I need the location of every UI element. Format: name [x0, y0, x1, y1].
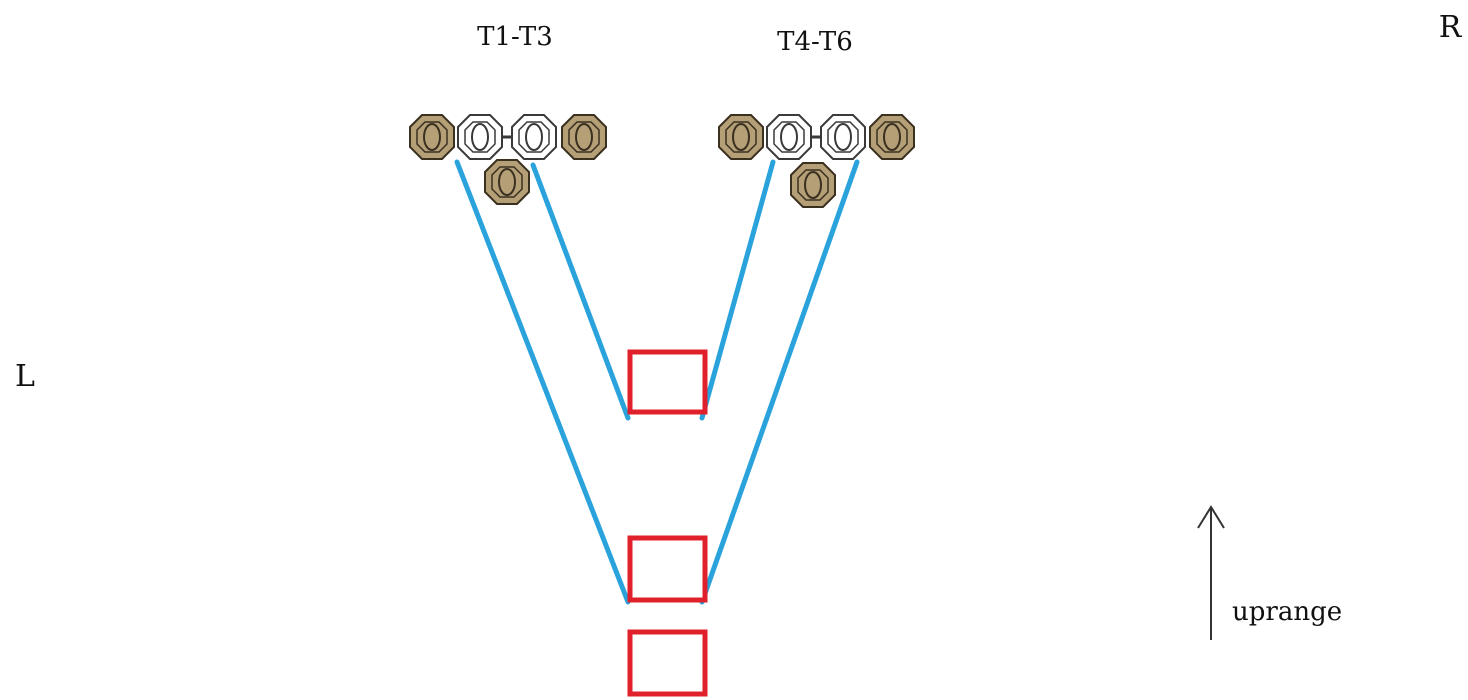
direction-label-uprange: uprange	[1232, 597, 1342, 627]
lighting-instrument-icon	[409, 114, 455, 160]
stage-markers	[627, 349, 708, 697]
group-label-t4-t6: T4-T6	[777, 27, 853, 57]
beam-line-right-outer	[699, 159, 860, 605]
square-marker-icon	[627, 535, 708, 603]
square-marker-icon	[627, 629, 708, 697]
beam-lines	[454, 159, 860, 605]
lighting-instrument-icon	[718, 114, 764, 160]
lighting-instrument-icon	[869, 114, 915, 160]
beam-line-right-inner	[699, 159, 776, 421]
arrow-up-icon	[1197, 505, 1225, 640]
lighting-instrument-icon	[790, 162, 836, 208]
lighting-instrument-icon	[511, 114, 557, 160]
fixture-group-t4-t6	[718, 114, 915, 208]
beam-line-left-inner	[530, 162, 631, 421]
lighting-instrument-icon	[561, 114, 607, 160]
group-label-t1-t3: T1-T3	[477, 22, 553, 52]
side-label-right: R	[1439, 10, 1463, 45]
square-marker-icon	[627, 349, 708, 415]
fixture-group-t1-t3	[409, 114, 607, 205]
lighting-instrument-icon	[457, 114, 503, 160]
lighting-instrument-icon	[484, 159, 530, 205]
lighting-instrument-icon	[766, 114, 812, 160]
beam-line-left-outer	[454, 159, 631, 605]
lighting-instrument-icon	[820, 114, 866, 160]
side-label-left: L	[15, 359, 35, 394]
